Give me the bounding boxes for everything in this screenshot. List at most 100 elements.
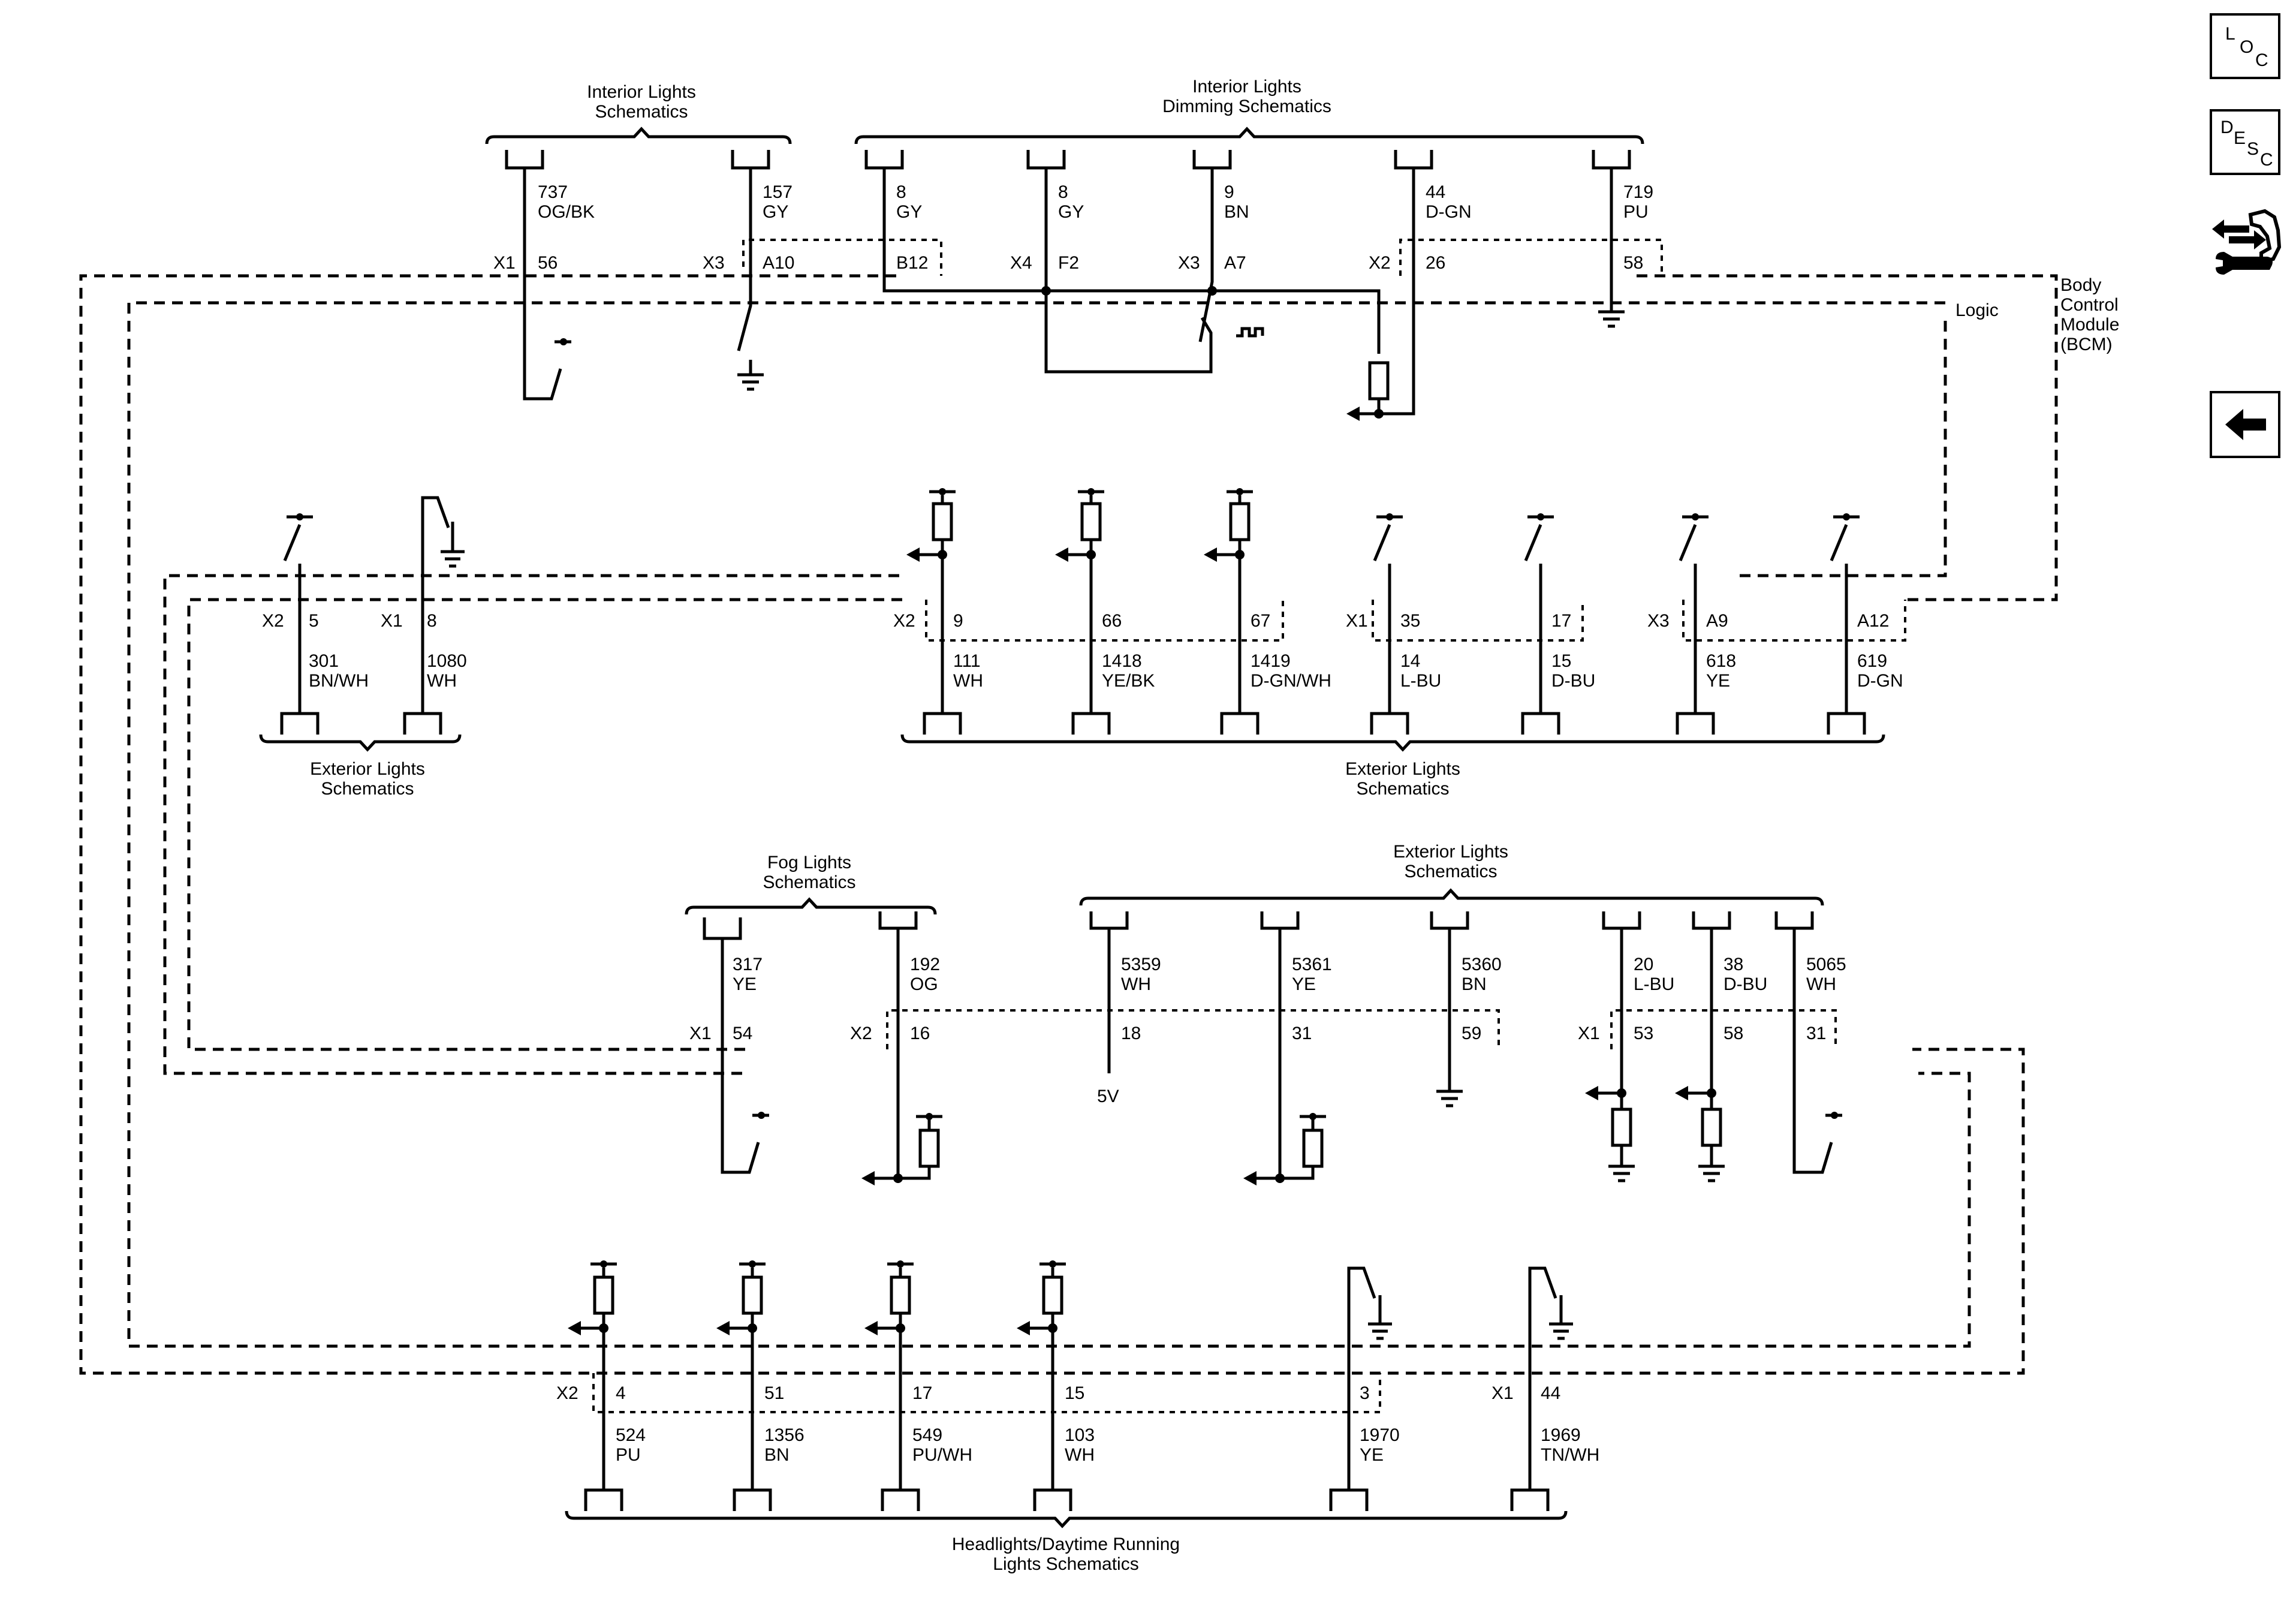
ref-exterior-mid: Exterior Lights Schematics	[1079, 842, 1824, 906]
svg-text:Schematics: Schematics	[1356, 779, 1449, 799]
svg-text:Headlights/Daytime Running: Headlights/Daytime Running	[952, 1534, 1180, 1554]
svg-text:YE: YE	[1706, 671, 1730, 691]
svg-text:X4: X4	[1010, 253, 1032, 273]
svg-text:X1: X1	[1578, 1024, 1600, 1043]
row3-terminals	[703, 911, 1814, 940]
svg-text:PU: PU	[616, 1445, 641, 1465]
svg-text:YE: YE	[1292, 974, 1316, 994]
svg-text:Exterior Lights: Exterior Lights	[1393, 842, 1508, 862]
svg-text:YE/BK: YE/BK	[1102, 671, 1155, 691]
svg-text:A7: A7	[1224, 253, 1246, 273]
desc-letter-s: S	[2247, 139, 2259, 159]
svg-text:Lights Schematics: Lights Schematics	[993, 1554, 1138, 1574]
ref-fog-lights: Fog Lights Schematics	[685, 853, 937, 915]
svg-text:8: 8	[896, 182, 906, 202]
desc-letter-e: E	[2234, 128, 2246, 148]
svg-text:X1: X1	[689, 1024, 712, 1043]
svg-text:A9: A9	[1706, 611, 1728, 631]
svg-text:X3: X3	[1178, 253, 1200, 273]
svg-text:WH: WH	[1806, 974, 1836, 994]
svg-text:26: 26	[1426, 253, 1445, 273]
svg-text:YE: YE	[733, 974, 757, 994]
svg-text:1356: 1356	[764, 1425, 804, 1445]
svg-text:20: 20	[1634, 955, 1653, 974]
svg-text:54: 54	[733, 1024, 752, 1043]
row2-terminals	[280, 712, 1866, 735]
svg-text:524: 524	[616, 1425, 646, 1445]
svg-text:549: 549	[912, 1425, 942, 1445]
svg-text:YE: YE	[1360, 1445, 1384, 1465]
svg-text:4: 4	[616, 1383, 626, 1403]
svg-text:Interior Lights: Interior Lights	[1192, 77, 1301, 97]
svg-text:X1: X1	[493, 253, 516, 273]
top-wire-labels: 737 OG/BK 56 X1 157 GY A10 X3 8 GY B12 8…	[493, 182, 1653, 273]
svg-text:Schematics: Schematics	[1404, 862, 1497, 881]
svg-text:X1: X1	[1346, 611, 1368, 631]
row2-right-inputs	[906, 488, 1860, 714]
bcm-outline	[79, 274, 2058, 1375]
svg-text:X2: X2	[850, 1024, 872, 1043]
svg-text:8: 8	[1058, 182, 1068, 202]
svg-text:66: 66	[1102, 611, 1122, 631]
svg-text:9: 9	[953, 611, 963, 631]
desc-letter-c: C	[2260, 150, 2273, 170]
row4-wire-labels: X2 4 524 PU 51 1356 BN 17 549 PU/WH 15 1…	[556, 1383, 1599, 1465]
svg-text:L-BU: L-BU	[1400, 671, 1441, 691]
svg-text:157: 157	[763, 182, 793, 202]
svg-text:L-BU: L-BU	[1634, 974, 1674, 994]
svg-text:Interior Lights: Interior Lights	[587, 82, 696, 102]
svg-text:Fog Lights: Fog Lights	[767, 853, 851, 872]
loc-letter-l: L	[2225, 24, 2235, 44]
svg-text:Schematics: Schematics	[321, 779, 414, 799]
back-button[interactable]	[2210, 391, 2280, 458]
arrow-left-icon	[2225, 409, 2266, 440]
row2-wire-labels: X2 5 301 BN/WH X1 8 1080 WH X2 9 111 WH …	[262, 611, 1903, 691]
loc-letter-c: C	[2255, 50, 2268, 70]
row2-connector-bands	[925, 600, 1906, 642]
svg-text:1970: 1970	[1360, 1425, 1400, 1445]
svg-text:TN/WH: TN/WH	[1541, 1445, 1599, 1465]
svg-text:PU/WH: PU/WH	[912, 1445, 972, 1465]
svg-text:D-BU: D-BU	[1723, 974, 1767, 994]
svg-text:F2: F2	[1058, 253, 1079, 273]
svg-text:9: 9	[1224, 182, 1234, 202]
svg-text:WH: WH	[1065, 1445, 1095, 1465]
ref-exterior-left: Exterior Lights Schematics	[259, 734, 462, 799]
svg-text:17: 17	[912, 1383, 932, 1403]
svg-text:X2: X2	[1369, 253, 1391, 273]
svg-text:(BCM): (BCM)	[2060, 335, 2113, 354]
desc-letter-d: D	[2220, 118, 2234, 137]
svg-text:B12: B12	[896, 253, 928, 273]
svg-text:Schematics: Schematics	[763, 872, 855, 892]
svg-text:8: 8	[427, 611, 437, 631]
svg-text:D-GN: D-GN	[1426, 202, 1472, 222]
ref-exterior-right: Exterior Lights Schematics	[900, 734, 1885, 799]
svg-text:1969: 1969	[1541, 1425, 1581, 1445]
svg-text:67: 67	[1251, 611, 1270, 631]
row2-left-switches	[283, 496, 465, 714]
description-button[interactable]: D E S C	[2210, 109, 2280, 175]
svg-text:Exterior Lights: Exterior Lights	[310, 759, 425, 779]
svg-text:BN/WH: BN/WH	[309, 671, 369, 691]
svg-text:1080: 1080	[427, 651, 467, 671]
svg-text:14: 14	[1400, 651, 1420, 671]
svg-text:618: 618	[1706, 651, 1736, 671]
svg-text:X2: X2	[556, 1383, 578, 1403]
top-connector-bands	[742, 239, 1663, 276]
svg-text:BN: BN	[764, 1445, 790, 1465]
connector-repair-button[interactable]	[2207, 204, 2286, 282]
svg-text:X1: X1	[1492, 1383, 1514, 1403]
svg-text:OG/BK: OG/BK	[538, 202, 595, 222]
location-button[interactable]: L O C	[2210, 13, 2280, 79]
top-wires	[523, 168, 1625, 421]
svg-text:31: 31	[1292, 1024, 1312, 1043]
svg-text:D-GN: D-GN	[1857, 671, 1903, 691]
svg-text:31: 31	[1806, 1024, 1826, 1043]
svg-text:44: 44	[1426, 182, 1445, 202]
svg-text:Module: Module	[2060, 315, 2119, 335]
svg-text:X3: X3	[703, 253, 725, 273]
svg-text:BN: BN	[1224, 202, 1249, 222]
svg-text:5065: 5065	[1806, 955, 1846, 974]
ref-headlights: Headlights/Daytime Running Lights Schema…	[565, 1510, 1568, 1574]
